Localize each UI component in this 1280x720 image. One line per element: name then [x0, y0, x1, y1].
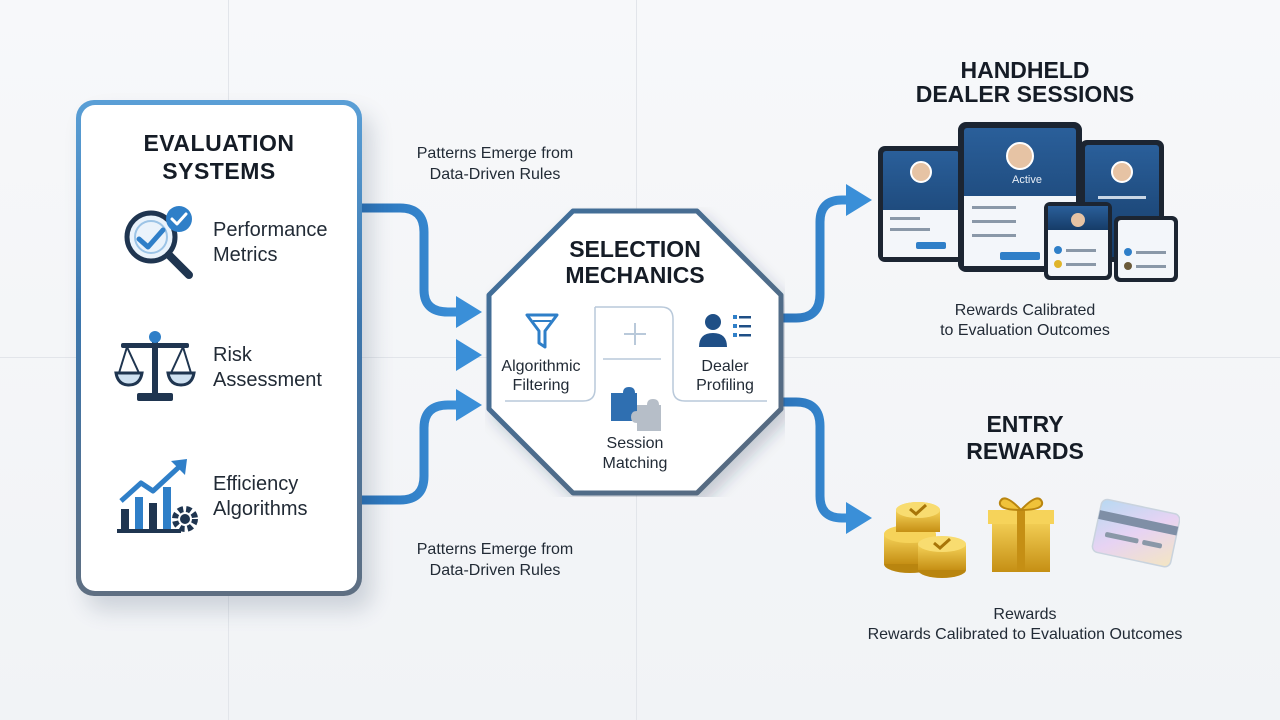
handheld-caption-line1: Rewards Calibrated: [954, 302, 1096, 319]
evaluation-title-line1: EVALUATION: [143, 130, 295, 156]
selection-mechanics-octagon: SELECTION MECHANICS Algorithmic Filterin…: [485, 207, 785, 497]
magnifier-check-icon: [124, 206, 193, 279]
arrowhead-handheld: [846, 184, 872, 216]
top-caption-line1: Patterns Emerge from: [416, 145, 574, 162]
phone-front-right: [1114, 216, 1178, 282]
arrow-to-rewards: [782, 397, 848, 523]
risk-assessment-line2: Assessment: [213, 369, 322, 391]
handheld-title-line1: HANDHELD: [960, 57, 1090, 83]
bottom-caption-line2: Data-Driven Rules: [429, 562, 561, 579]
entry-title-line1: ENTRY: [986, 411, 1064, 437]
dealer-profile-icon: [699, 314, 751, 347]
puzzle-icon: [611, 387, 661, 431]
funnel-icon: [525, 313, 559, 349]
efficiency-algorithms-line1: Efficiency: [213, 473, 299, 495]
arrow-top: [362, 203, 458, 317]
evaluation-systems-panel: EVALUATION SYSTEMS Performance Metrics R: [76, 100, 362, 596]
arrowhead-top: [456, 296, 482, 328]
arrowhead-rewards: [846, 502, 872, 534]
arrowhead-bottom: [456, 389, 482, 421]
matching-label-line1: Session: [606, 435, 664, 452]
selection-title-line2: MECHANICS: [565, 262, 705, 288]
phone-front-left: [1044, 202, 1112, 280]
handheld-caption-line2: to Evaluation Outcomes: [940, 322, 1110, 339]
handheld-title-line2: DEALER SESSIONS: [915, 81, 1135, 107]
matching-label-line2: Matching: [602, 455, 668, 472]
filtering-label-line1: Algorithmic: [501, 358, 581, 375]
tablet-left: [878, 146, 964, 262]
holographic-card-icon: [1091, 498, 1180, 568]
entry-caption-line2: Rewards Calibrated to Evaluation Outcome…: [867, 626, 1183, 643]
entry-caption-line1: Rewards: [993, 606, 1057, 623]
entry-title-line2: REWARDS: [966, 438, 1084, 464]
arrowhead-middle: [456, 339, 482, 371]
performance-metrics-line2: Metrics: [213, 244, 278, 266]
top-caption-line2: Data-Driven Rules: [429, 166, 561, 183]
efficiency-algorithms-line2: Algorithms: [213, 498, 308, 520]
octagon-shape: [486, 208, 784, 496]
selection-title-line1: SELECTION: [569, 236, 701, 262]
rewards-illustration: [884, 497, 1180, 578]
coin-stack-icon: [884, 502, 966, 578]
filtering-label-line2: Filtering: [512, 377, 570, 394]
arrow-bottom: [362, 400, 458, 505]
arrow-to-handheld: [782, 195, 848, 323]
active-status-label: Active: [1012, 174, 1042, 186]
profiling-label-line2: Profiling: [696, 377, 754, 394]
evaluation-title-line2: SYSTEMS: [162, 158, 276, 184]
risk-assessment-line1: Risk: [213, 344, 252, 366]
tablets-illustration: [878, 122, 1178, 282]
growth-chart-gear-icon: [117, 459, 198, 533]
bottom-caption-line1: Patterns Emerge from: [416, 541, 574, 558]
performance-metrics-line1: Performance: [213, 219, 328, 241]
balance-scale-icon: [114, 331, 196, 401]
profiling-label-line1: Dealer: [701, 358, 749, 375]
gift-box-icon: [988, 497, 1054, 572]
